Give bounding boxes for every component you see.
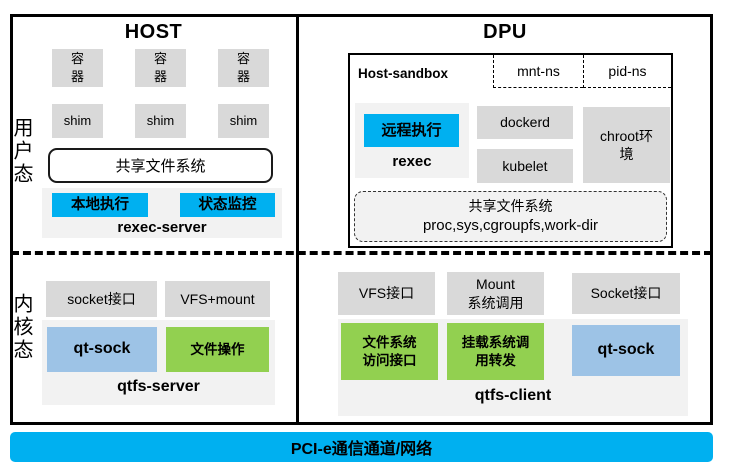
host-dpu-divider (296, 14, 299, 425)
qtfs-client-panel: 文件系统 访问接口 挂载系统调 用转发 qt-sock qtfs-client (338, 319, 688, 416)
fs-access-box: 文件系统 访问接口 (341, 323, 438, 380)
rexec-panel: 远程执行 rexec (355, 103, 469, 178)
outer-frame (10, 14, 713, 425)
file-ops-box: 文件操作 (166, 327, 269, 372)
dpu-shared-fs-line2: proc,sys,cgroupfs,work-dir (422, 216, 599, 234)
host-sandbox-label: Host-sandbox (358, 66, 449, 81)
local-exec-box: 本地执行 (52, 193, 148, 217)
fs-access-line2: 访问接口 (362, 352, 417, 368)
container-box-2: 容器 (135, 49, 186, 87)
dpu-title: DPU (483, 21, 527, 43)
pid-ns-box: pid-ns (583, 55, 671, 88)
mount-forward-box: 挂载系统调 用转发 (447, 323, 544, 380)
container-label: 容器 (153, 51, 167, 84)
qtfs-server-label: qtfs-server (117, 378, 200, 395)
status-monitor-box: 状态监控 (180, 193, 275, 217)
fs-access-line1: 文件系统 (362, 334, 417, 350)
user-mode-label: 用户态 (10, 117, 34, 186)
shim-box-1: shim (52, 104, 103, 138)
kernel-mode-label: 内核态 (10, 293, 34, 362)
dpu-shared-fs-box: 共享文件系统 proc,sys,cgroupfs,work-dir (354, 191, 667, 242)
vfs-interface-box: VFS接口 (338, 272, 435, 315)
mount-syscall-line2: 系统调用 (467, 294, 524, 311)
rexec-server-panel: 本地执行 状态监控 rexec-server (42, 188, 282, 238)
mnt-ns-box: mnt-ns (493, 55, 583, 88)
container-box-3: 容器 (218, 49, 269, 87)
pcie-channel-bar: PCI-e通信通道/网络 (10, 432, 713, 462)
dockerd-box: dockerd (477, 106, 573, 139)
rexec-label: rexec (392, 153, 432, 170)
qtfs-server-panel: qt-sock 文件操作 qtfs-server (42, 320, 275, 405)
remote-exec-box: 远程执行 (364, 114, 459, 147)
qtfs-client-label: qtfs-client (474, 387, 552, 404)
mount-syscall-line1: Mount (476, 276, 515, 293)
container-box-1: 容器 (52, 49, 103, 87)
mount-forward-line1: 挂载系统调 (461, 334, 530, 350)
container-label: 容器 (70, 51, 84, 84)
vfs-mount-box: VFS+mount (165, 281, 270, 317)
qt-sock-box-dpu: qt-sock (572, 325, 680, 376)
chroot-env-box: chroot环境 (583, 107, 670, 183)
rexec-server-label: rexec-server (117, 219, 207, 236)
dpu-shared-fs-line1: 共享文件系统 (468, 197, 553, 214)
socket-interface-box-dpu: Socket接口 (572, 273, 680, 314)
shim-box-2: shim (135, 104, 186, 138)
socket-interface-box-host: socket接口 (46, 281, 157, 317)
user-kernel-divider (11, 251, 712, 255)
shim-box-3: shim (218, 104, 269, 138)
host-title: HOST (124, 21, 183, 43)
host-shared-fs-box: 共享文件系统 (48, 148, 273, 183)
chroot-env-label: chroot环境 (600, 127, 653, 162)
kubelet-box: kubelet (477, 149, 573, 183)
qt-sock-box-host: qt-sock (47, 327, 157, 372)
mount-syscall-box: Mount 系统调用 (447, 272, 544, 315)
mount-forward-line2: 用转发 (475, 352, 516, 368)
host-sandbox-frame: Host-sandbox mnt-ns pid-ns 远程执行 rexec do… (348, 53, 673, 248)
container-label: 容器 (236, 51, 250, 84)
